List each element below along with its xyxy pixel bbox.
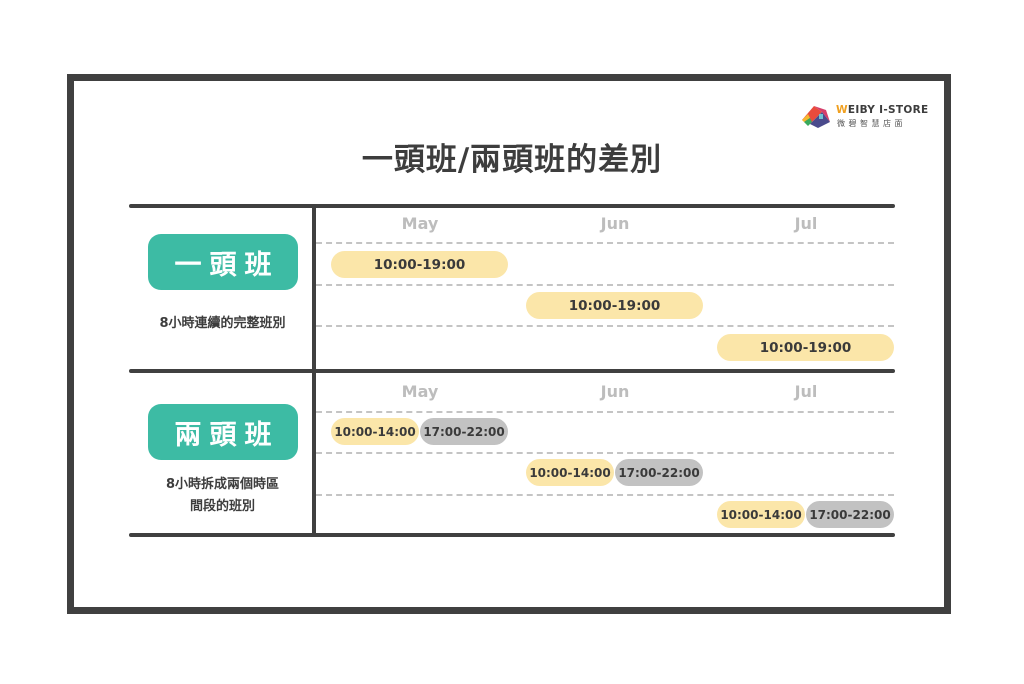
house-logo-icon <box>802 106 830 128</box>
badge-split-shift: 兩頭班 <box>148 404 298 460</box>
month-label: May <box>401 382 439 401</box>
table-bottom-rule <box>129 533 895 537</box>
shift-pill-evening: 17:00-22:00 <box>806 501 894 528</box>
month-label: Jul <box>794 214 818 233</box>
month-label: Jun <box>600 214 630 233</box>
month-label: May <box>401 214 439 233</box>
shift-pill-day: 10:00-19:00 <box>331 251 508 278</box>
description-single-shift: 8小時連續的完整班別 <box>159 316 286 331</box>
table-top-rule <box>129 204 895 208</box>
shift-pill-day: 10:00-19:00 <box>717 334 894 361</box>
brand-subtitle: 微碧智慧店面 <box>837 119 906 128</box>
row-divider <box>316 325 894 327</box>
badge-single-shift: 一頭班 <box>148 234 298 290</box>
page-title: 一頭班/兩頭班的差別 <box>361 142 663 178</box>
table-column-divider <box>312 205 316 536</box>
shift-pill-evening: 17:00-22:00 <box>420 418 508 445</box>
shift-pill-day: 10:00-14:00 <box>717 501 805 528</box>
month-label: Jul <box>794 382 818 401</box>
shift-pill-evening: 17:00-22:00 <box>615 459 703 486</box>
table-middle-rule <box>129 369 895 373</box>
shift-pill-day: 10:00-14:00 <box>526 459 614 486</box>
description-split-shift-line1: 8小時拆成兩個時區 <box>165 477 280 492</box>
row-divider <box>316 242 894 244</box>
shift-pill-day: 10:00-19:00 <box>526 292 703 319</box>
row-divider <box>316 284 894 286</box>
brand-logo: WEIBY I-STORE 微碧智慧店面 <box>800 100 930 132</box>
row-divider <box>316 452 894 454</box>
brand-name: WEIBY I-STORE <box>836 104 929 116</box>
shift-pill-day: 10:00-14:00 <box>331 418 419 445</box>
description-split-shift-line2: 間段的班別 <box>189 499 255 514</box>
row-divider <box>316 411 894 413</box>
month-label: Jun <box>600 382 630 401</box>
row-divider <box>316 494 894 496</box>
